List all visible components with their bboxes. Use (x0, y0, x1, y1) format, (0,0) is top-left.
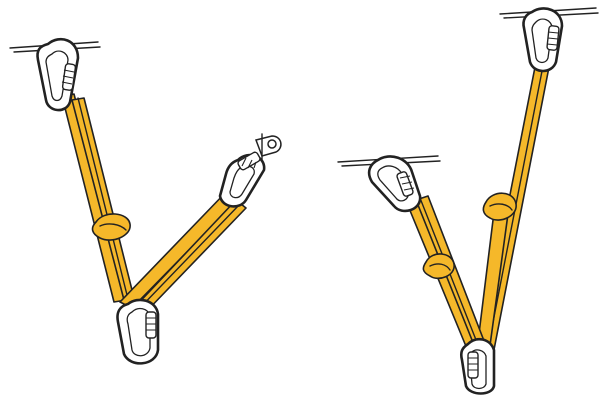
right-left-carabiner (367, 155, 422, 213)
left-webbing-edge-2 (135, 203, 241, 313)
right-master-point-carabiner (459, 337, 496, 395)
left-master-point-carabiner (116, 298, 160, 365)
right-overhand-knot-upper (482, 192, 517, 221)
right-knot-lower-fold (429, 263, 451, 271)
left-webbing-leg-c (119, 189, 241, 309)
left-top-carabiner (36, 37, 80, 112)
left-webbing-edge (77, 97, 129, 300)
right-knot-upper-fold (489, 203, 513, 211)
right-overhand-knot-lower (422, 253, 455, 280)
left-knot-fold (99, 223, 127, 231)
left-anchor-bolt-hanger (255, 133, 282, 163)
left-anchor-system (9, 37, 282, 365)
left-right-carabiner (218, 151, 266, 208)
right-top-carabiner (522, 7, 564, 73)
left-overhand-knot (91, 213, 131, 241)
right-anchor-system (337, 7, 599, 395)
